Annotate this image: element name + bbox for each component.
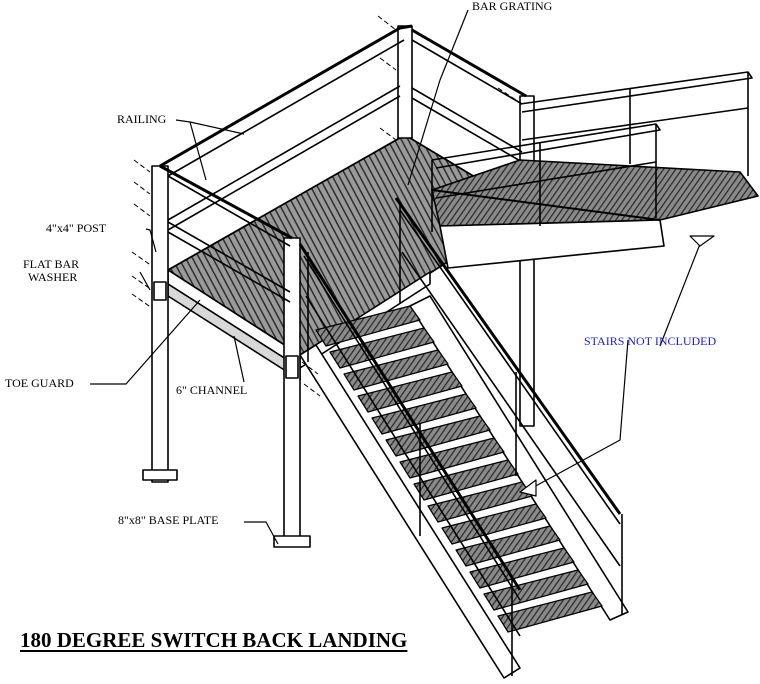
label-toe-guard: TOE GUARD [5, 376, 74, 390]
label-flat-bar: FLAT BAR [23, 257, 80, 271]
diagram-title: 180 DEGREE SWITCH BACK LANDING [20, 628, 408, 652]
label-railing: RAILING [117, 112, 167, 126]
lower-stair-treads [315, 305, 603, 633]
label-stairs-not-included: STAIRS NOT INCLUDED [584, 334, 717, 348]
upper-stair-stringer [439, 219, 665, 269]
label-washer: WASHER [28, 270, 78, 284]
label-post: 4"x4" POST [46, 221, 107, 235]
label-bar-grating: BAR GRATING [472, 0, 553, 13]
label-base-plate: 8"x8" BASE PLATE [118, 513, 219, 527]
post-front-left [151, 165, 169, 483]
base-plate-left [142, 469, 178, 481]
post-front-right [283, 237, 301, 545]
label-channel: 6" CHANNEL [176, 383, 248, 397]
lower-stair-stringer-left [299, 344, 521, 679]
base-plate-right [273, 535, 311, 548]
upper-stair-treads [431, 159, 759, 227]
